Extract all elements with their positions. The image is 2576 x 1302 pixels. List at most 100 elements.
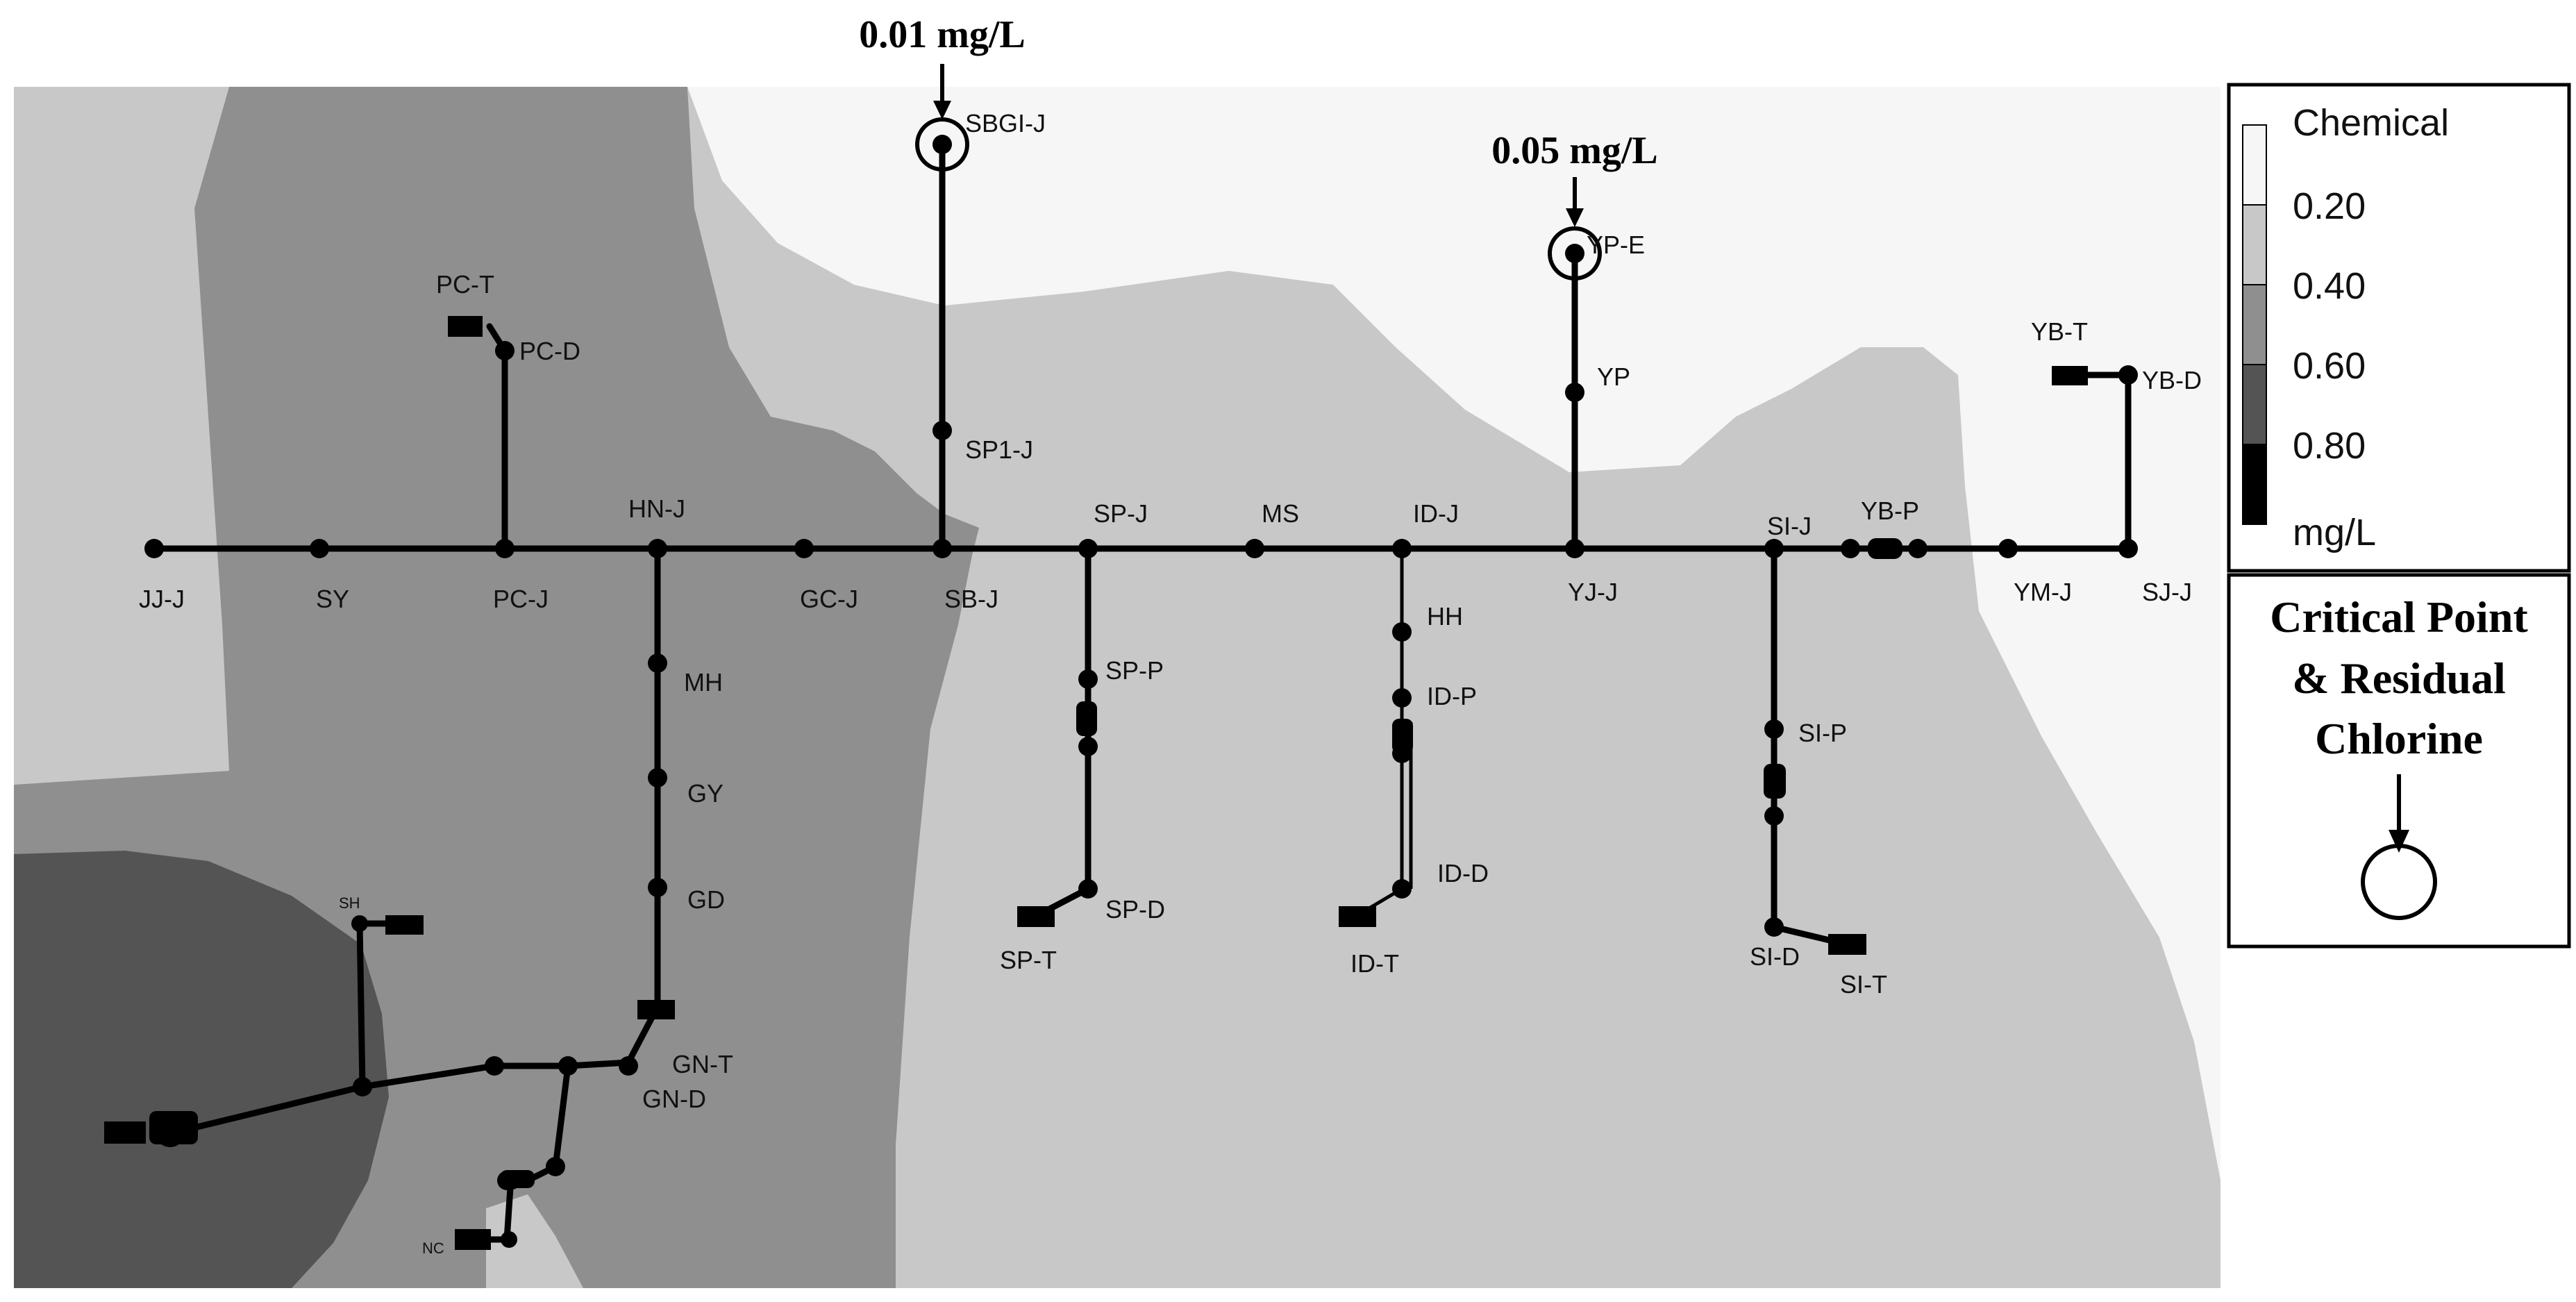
label-sp-p: SP-P [1105, 656, 1164, 685]
label-sh: SH [339, 894, 360, 912]
arrow-ype-head [1566, 208, 1584, 227]
label-pc-d: PC-D [519, 337, 580, 365]
node-nc-3 [501, 1231, 517, 1248]
swatch-light [2242, 204, 2267, 285]
node-hn-j [648, 539, 667, 558]
critical-label-sbgi: 0.01 mg/L [859, 13, 1026, 56]
legend-critical-line2: & Residual [2292, 653, 2506, 703]
label-hh: HH [1427, 602, 1463, 631]
node-sp-d [1078, 879, 1098, 899]
pump-si-p [1764, 764, 1786, 799]
node-mh [648, 653, 667, 673]
node-sp-j [1078, 539, 1098, 558]
label-sy: SY [316, 585, 349, 613]
legend-title: Chemical [2293, 102, 2449, 144]
label-id-d: ID-D [1437, 859, 1489, 887]
node-si-j [1764, 539, 1784, 558]
label-si-j: SI-J [1767, 512, 1812, 540]
node-hh [1392, 622, 1412, 642]
tank-sh [385, 915, 424, 935]
tank-gn-t [637, 1000, 675, 1019]
node-sh [351, 915, 368, 932]
arrow-sbgi-head [933, 101, 951, 119]
node-si-p2 [1764, 806, 1784, 826]
node-pc-d [495, 341, 515, 360]
label-gn-t: GN-T [672, 1050, 733, 1078]
node-ym-j [1998, 539, 2018, 558]
tank-si-t [1828, 934, 1866, 955]
node-nc-1 [546, 1157, 565, 1176]
label-sb-j: SB-J [944, 585, 998, 613]
node-gy [648, 768, 667, 787]
swatch-black [2242, 444, 2267, 525]
node-id-p1 [1392, 688, 1412, 708]
node-id-j [1392, 539, 1412, 558]
legend-tick-1: 0.40 [2293, 265, 2366, 307]
node-si-d [1764, 917, 1784, 937]
tank-nc [455, 1229, 491, 1250]
label-sj-j: SJ-J [2142, 578, 2192, 606]
label-hn-j: HN-J [628, 494, 685, 523]
label-ms: MS [1262, 499, 1299, 528]
label-gy: GY [687, 779, 724, 808]
label-yb-t: YB-T [2031, 317, 2088, 346]
pump-id-p [1392, 719, 1413, 753]
label-id-p: ID-P [1427, 682, 1477, 710]
label-sbgi-j: SBGI-J [965, 109, 1046, 137]
tank-sp-t [1017, 906, 1055, 927]
label-yb-p: YB-P [1861, 496, 1919, 525]
node-yp [1565, 383, 1584, 402]
node-yj-j [1565, 539, 1584, 558]
node-id-p2 [1392, 744, 1412, 763]
label-id-t: ID-T [1350, 949, 1399, 978]
junctions [144, 341, 2138, 1248]
node-pc-j [495, 539, 515, 558]
label-ym-j: YM-J [2014, 578, 2072, 606]
node-labels: JJ-J SY PC-J HN-J GC-J SB-J SP-J MS ID-J… [139, 109, 2202, 1257]
legend-frame-bottom [2227, 573, 2571, 949]
node-ms [1245, 539, 1264, 558]
pump-yb-p [1868, 538, 1902, 559]
label-sp-j: SP-J [1094, 499, 1148, 528]
critical-marker-yp-e [1548, 226, 1602, 281]
label-pc-t: PC-T [436, 270, 494, 299]
legend-tick-2: 0.60 [2293, 345, 2366, 387]
tank-yb-t [2052, 366, 2088, 385]
label-si-t: SI-T [1840, 970, 1887, 999]
tank-left-source [104, 1121, 146, 1144]
node-sj-j [2118, 539, 2138, 558]
label-yp-e: YP-E [1587, 231, 1645, 259]
node-sp-p2 [1078, 737, 1098, 756]
legend-tick-0: 0.20 [2293, 185, 2366, 227]
zone-light-right [687, 87, 2220, 1288]
critical-points: 0.01 mg/L 0.05 mg/L [859, 13, 1658, 281]
node-yb-d [2118, 365, 2138, 385]
node-gn-d [619, 1056, 638, 1076]
tank-pc-t [448, 316, 483, 337]
node-gd [648, 878, 667, 897]
swatch-dark [2242, 364, 2267, 445]
label-gd: GD [687, 885, 725, 914]
node-nc-2 [497, 1171, 517, 1190]
tank-id-t [1339, 906, 1376, 927]
node-sp1-j [932, 421, 952, 440]
node-yp-e [1565, 244, 1584, 263]
pump-left-body [149, 1111, 198, 1144]
legend-critical-marker [2361, 844, 2437, 920]
node-sb-j [932, 539, 952, 558]
node-jj-j [144, 539, 164, 558]
node-id-d [1392, 879, 1412, 899]
node-sh-j [353, 1077, 372, 1096]
legend-arrow-head [2389, 830, 2409, 853]
zone-light-left [14, 87, 229, 785]
legend-critical-line3: Chlorine [2315, 714, 2483, 763]
label-jj-j: JJ-J [139, 585, 185, 613]
node-gc-j [794, 539, 814, 558]
pump-sp-p [1076, 701, 1097, 736]
tanks-pumps [104, 316, 2088, 1250]
label-id-j: ID-J [1413, 499, 1459, 528]
swatch-white [2242, 124, 2267, 206]
label-si-p: SI-P [1798, 719, 1847, 747]
swatch-mid [2242, 284, 2267, 365]
